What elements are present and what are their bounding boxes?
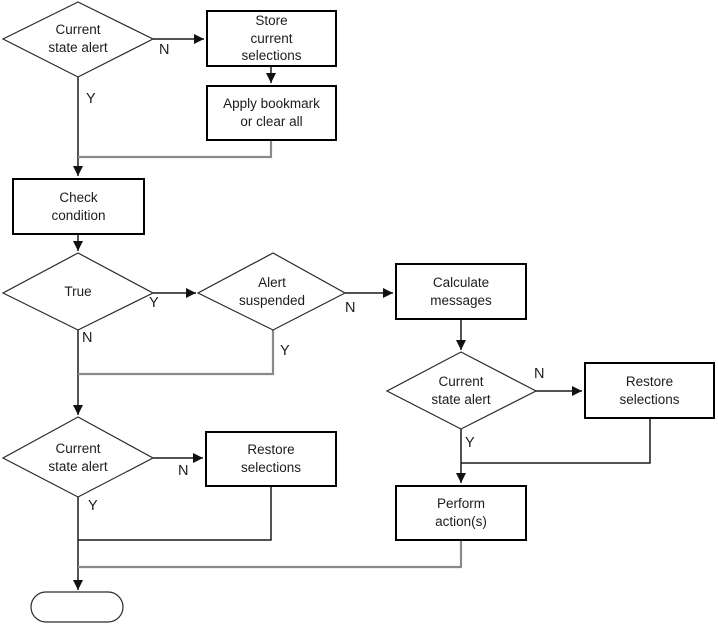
node-perform-actions: Perform action(s) [395,485,527,541]
edge-d3-d5 [78,330,275,376]
node-restore-selections-right: Restore selections [584,362,715,419]
edge-label-d2-y: Y [149,295,159,311]
edge-label-d5-n: N [178,463,189,479]
edge-r5-r6 [461,419,651,464]
node-shape-d2-decision [1,252,155,331]
node-apply-bookmark-or-clear-all: Apply bookmark or clear all [206,85,337,141]
node-restore-selections-left: Restore selections [205,431,337,487]
edge-r2-r3 [78,141,273,159]
node-calculate-messages: Calculate messages [395,263,527,320]
edge-label-d4-n: N [534,366,545,382]
edge-label-d3-n: N [345,300,356,316]
edge-label-d5-y: Y [88,498,98,514]
node-shape-d3-decision [196,252,347,331]
edge-label-d2-n: N [82,330,93,346]
edge-label-d1-y: Y [86,91,96,107]
edge-label-d3-y: Y [280,343,290,359]
node-shape-d4-decision [385,351,538,430]
edge-label-d1-n: N [159,42,170,58]
edge-r7-end [78,487,272,541]
node-shape-end-terminator [30,591,124,623]
node-shape-d5-decision [1,416,155,498]
edge-label-d4-y: Y [465,435,475,451]
node-store-current-selections: Store current selections [206,10,337,67]
node-check-condition: Check condition [12,178,145,235]
edge-r6-end [78,541,463,569]
node-shape-d1-decision [1,1,155,78]
